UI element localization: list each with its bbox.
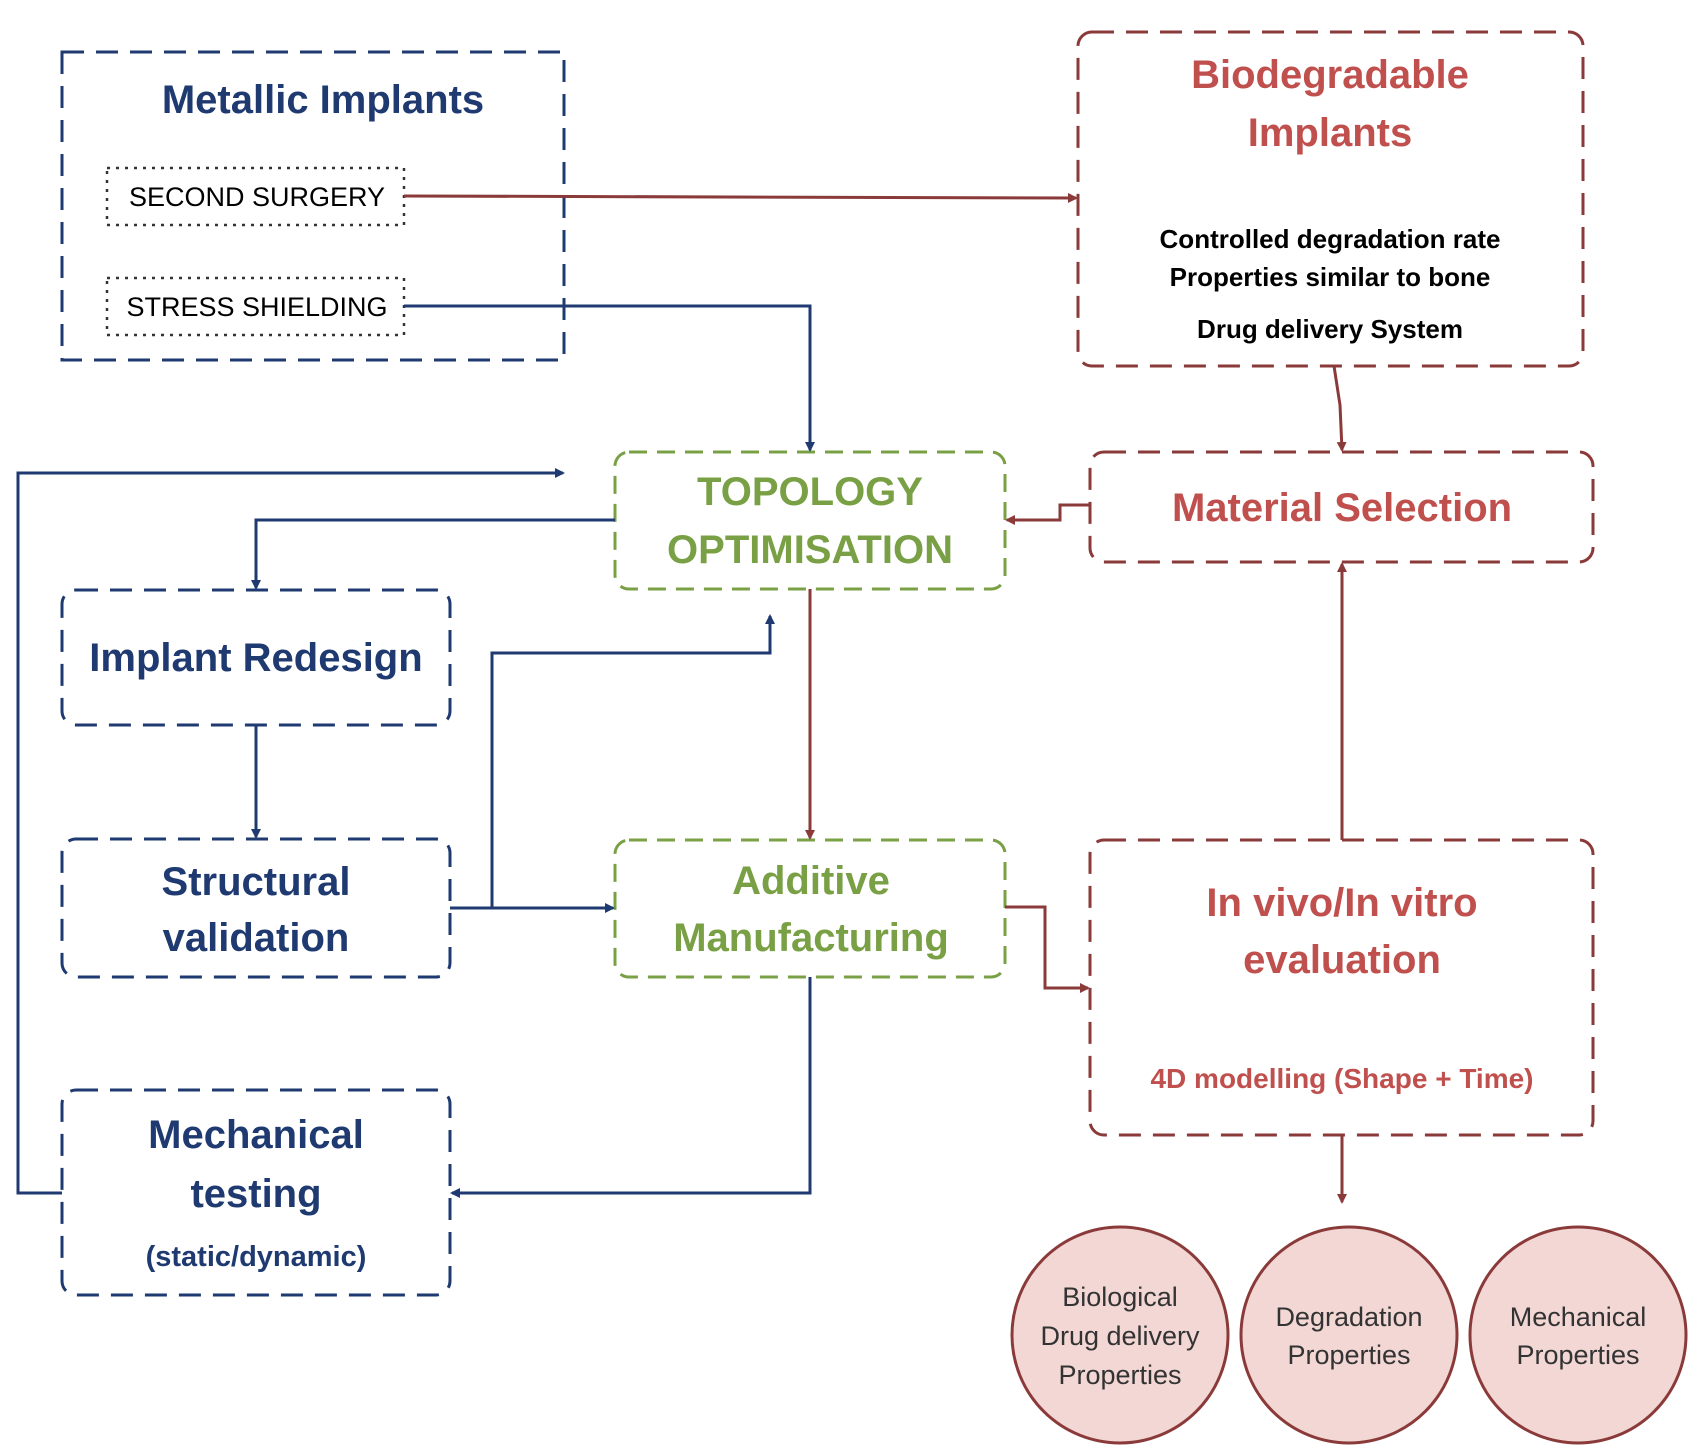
- mechanical-line1: Mechanical: [148, 1113, 364, 1157]
- topology-line2: OPTIMISATION: [667, 528, 953, 572]
- arrow-structural-to-topology: [450, 614, 775, 910]
- biodegradable-prop-2: Properties similar to bone: [1170, 262, 1491, 292]
- second-surgery-label: SECOND SURGERY: [129, 182, 385, 212]
- invivo-evaluation-box: In vivo/In vitro evaluation 4D modelling…: [1088, 838, 1595, 1137]
- topology-optimisation-box: TOPOLOGY OPTIMISATION: [613, 450, 1007, 591]
- arrow-topology-to-redesign: [251, 518, 615, 590]
- additive-manufacturing-box: Additive Manufacturing: [613, 838, 1007, 979]
- arrow-material-to-topology: [1005, 503, 1090, 525]
- property-circle-degradation: Degradation Properties: [1239, 1225, 1459, 1445]
- biodegradable-prop-3: Drug delivery System: [1197, 314, 1463, 344]
- circle-1-line-3: Properties: [1058, 1360, 1181, 1390]
- biodegradable-prop-1: Controlled degradation rate: [1160, 224, 1501, 254]
- material-selection-title: Material Selection: [1172, 486, 1512, 530]
- additive-line1: Additive: [732, 859, 890, 903]
- biodegradable-title-line2: Implants: [1248, 111, 1412, 155]
- biodegradable-title-line1: Biodegradable: [1191, 53, 1469, 97]
- property-circle-biological: Biological Drug delivery Properties: [1010, 1225, 1230, 1445]
- additive-line2: Manufacturing: [673, 916, 949, 960]
- arrow-additive-to-invivo: [1005, 905, 1090, 993]
- property-circle-mechanical: Mechanical Properties: [1468, 1225, 1688, 1445]
- arrow-stress-shielding-to-topology: [404, 304, 815, 452]
- circle-2-line-1: Degradation: [1275, 1302, 1422, 1332]
- implant-redesign-title: Implant Redesign: [89, 636, 422, 680]
- structural-line2: validation: [163, 916, 350, 960]
- structural-validation-box: Structural validation: [60, 837, 452, 979]
- invivo-line2: evaluation: [1243, 938, 1441, 982]
- mechanical-testing-box: Mechanical testing (static/dynamic): [60, 1088, 452, 1297]
- biodegradable-implants-box: Biodegradable Implants Controlled degrad…: [1076, 30, 1585, 368]
- invivo-note: 4D modelling (Shape + Time): [1150, 1063, 1533, 1094]
- arrow-additive-to-mechanical: [450, 977, 812, 1198]
- arrow-second-surgery-to-biodegradable: [403, 192, 1078, 203]
- arrow-biodegradable-to-material: [1332, 365, 1347, 452]
- mechanical-line2: testing: [190, 1172, 321, 1216]
- circle-1-line-2: Drug delivery: [1040, 1321, 1200, 1351]
- mechanical-line3: (static/dynamic): [146, 1241, 367, 1273]
- topology-line1: TOPOLOGY: [697, 470, 923, 514]
- circle-3-line-2: Properties: [1516, 1340, 1639, 1370]
- material-selection-box: Material Selection: [1088, 450, 1595, 564]
- stress-shielding-label: STRESS SHIELDING: [126, 292, 387, 322]
- circle-1-line-1: Biological: [1062, 1282, 1178, 1312]
- invivo-line1: In vivo/In vitro: [1206, 881, 1477, 925]
- circle-3-line-1: Mechanical: [1510, 1302, 1647, 1332]
- metallic-implants-title: Metallic Implants: [162, 78, 484, 122]
- metallic-implants-box: Metallic Implants SECOND SURGERY STRESS …: [60, 50, 566, 362]
- implant-redesign-box: Implant Redesign: [60, 588, 452, 727]
- arrow-mechanical-to-topology: [16, 468, 565, 1195]
- structural-line1: Structural: [162, 860, 351, 904]
- circle-2-line-2: Properties: [1287, 1340, 1410, 1370]
